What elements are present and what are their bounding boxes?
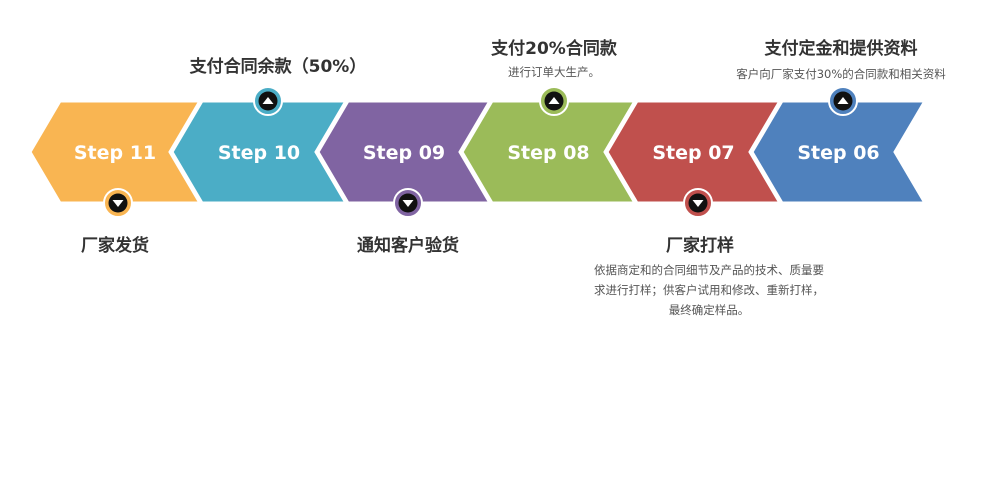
step-label: Step 09 [363, 142, 445, 164]
triangle-up-icon [548, 97, 560, 104]
title-step-11: 厂家发货 [81, 236, 149, 256]
title-step-08: 支付20%合同款 [491, 39, 617, 59]
triangle-down-icon [112, 200, 124, 207]
chevron-step-06 [750, 99, 928, 205]
title-step-09: 通知客户验货 [357, 236, 459, 256]
desc-step-07: 依据商定和的合同细节及产品的技术、质量要求进行打样；供客户试用和修改、重新打样，… [594, 263, 824, 317]
title-step-07: 厂家打样 [666, 236, 734, 256]
triangle-down-icon [692, 200, 704, 207]
triangle-up-icon [837, 97, 849, 104]
desc-step-06: 客户向厂家支付30%的合同款和相关资料 [736, 67, 946, 81]
step-label: Step 10 [218, 142, 300, 164]
step-label: Step 06 [797, 142, 879, 164]
triangle-up-icon [262, 97, 274, 104]
step-label: Step 07 [652, 142, 734, 164]
chevron-step-07 [605, 99, 783, 205]
step-label: Step 11 [74, 142, 156, 164]
chevron-step-09 [316, 99, 493, 205]
chevron-step-10 [170, 99, 349, 205]
title-step-06: 支付定金和提供资料 [764, 39, 918, 59]
chevron-step-11 [28, 99, 203, 205]
step-label: Step 08 [507, 142, 589, 164]
title-step-10: 支付合同余款（50%） [189, 57, 367, 77]
chevron-step-08 [460, 99, 638, 205]
desc-step-08: 进行订单大生产。 [508, 65, 600, 79]
triangle-down-icon [402, 200, 414, 207]
